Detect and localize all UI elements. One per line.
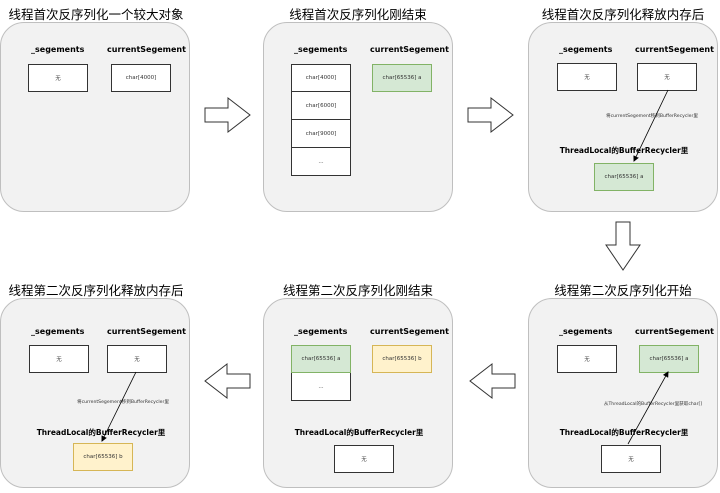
buffer-recycler-label: ThreadLocal的BufferRecycler里 xyxy=(559,428,689,437)
panel-first-end: _segements currentSegement char[4000] ch… xyxy=(263,22,453,212)
current-segment-box: char[65536] b xyxy=(372,345,432,373)
flow-arrow-left-2 xyxy=(204,362,251,400)
segments-box: 无 xyxy=(28,64,88,92)
segment-item: char[65536] a xyxy=(291,345,351,373)
flow-arrow-down xyxy=(605,221,641,271)
move-to-recycler-note: 将currentSegement移到BufferRecycler里 xyxy=(605,113,699,119)
panel-second-end: _segements currentSegement char[65536] a… xyxy=(263,298,453,488)
segment-item: ... xyxy=(291,148,351,176)
segments-column-header: _segements xyxy=(559,45,613,54)
panel-first-large-object: _segements currentSegement 无 char[4000] xyxy=(0,22,190,212)
panel-1-title: 线程首次反序列化一个较大对象 xyxy=(8,7,184,22)
panel-6-title: 线程第二次反序列化释放内存后 xyxy=(8,283,184,298)
current-segment-column-header: currentSegement xyxy=(370,327,449,336)
segment-item: char[6000] xyxy=(291,92,351,120)
flow-arrow-left-1 xyxy=(469,362,516,400)
segment-item: char[4000] xyxy=(291,64,351,92)
current-segment-box: char[4000] xyxy=(111,64,171,92)
current-segment-box: 无 xyxy=(637,63,697,91)
panel-second-released: _segements currentSegement 无 无 将currentS… xyxy=(0,298,190,488)
panel-2-title: 线程首次反序列化刚结束 xyxy=(289,7,427,22)
segment-item: char[9000] xyxy=(291,120,351,148)
buffer-recycler-label: ThreadLocal的BufferRecycler里 xyxy=(294,428,424,437)
segments-column-header: _segements xyxy=(31,45,85,54)
segments-box: 无 xyxy=(557,63,617,91)
fetch-arrow xyxy=(627,371,669,445)
flow-arrow-right-1 xyxy=(204,96,251,134)
current-segment-column-header: currentSegement xyxy=(107,45,186,54)
flow-arrow-right-2 xyxy=(467,96,514,134)
current-segment-box: char[65536] a xyxy=(639,345,699,373)
panel-4-title: 线程第二次反序列化开始 xyxy=(554,283,692,298)
panel-first-released: _segements currentSegement 无 无 将currentS… xyxy=(528,22,718,212)
buffer-recycler-label: ThreadLocal的BufferRecycler里 xyxy=(36,428,166,437)
recycler-box: 无 xyxy=(601,445,661,473)
segments-box: 无 xyxy=(29,345,89,373)
panel-second-start: _segements currentSegement 无 char[65536]… xyxy=(528,298,718,488)
move-to-recycler-note: 将currentSegement移到BufferRecycler里 xyxy=(76,399,170,405)
current-segment-column-header: currentSegement xyxy=(635,327,714,336)
buffer-recycler-label: ThreadLocal的BufferRecycler里 xyxy=(559,146,689,155)
segments-column-header: _segements xyxy=(294,327,348,336)
current-segment-column-header: currentSegement xyxy=(635,45,714,54)
recycler-box: 无 xyxy=(334,445,394,473)
panel-5-title: 线程第二次反序列化刚结束 xyxy=(282,283,434,298)
panel-3-title: 线程首次反序列化释放内存后 xyxy=(541,7,705,22)
segments-column-header: _segements xyxy=(559,327,613,336)
recycler-box: char[65536] b xyxy=(73,443,133,471)
segments-box: 无 xyxy=(557,345,617,373)
segment-item: ... xyxy=(291,373,351,401)
current-segment-box: char[65536] a xyxy=(372,64,432,92)
segments-column-header: _segements xyxy=(294,45,348,54)
recycler-box: char[65536] a xyxy=(594,163,654,191)
current-segment-column-header: currentSegement xyxy=(370,45,449,54)
move-arrow xyxy=(101,371,137,442)
segments-column-header: _segements xyxy=(31,327,85,336)
move-arrow xyxy=(633,89,669,162)
current-segment-box: 无 xyxy=(107,345,167,373)
fetch-from-recycler-note: 从ThreadLocal的BufferRecycler里获取char[] xyxy=(602,401,704,407)
current-segment-column-header: currentSegement xyxy=(107,327,186,336)
